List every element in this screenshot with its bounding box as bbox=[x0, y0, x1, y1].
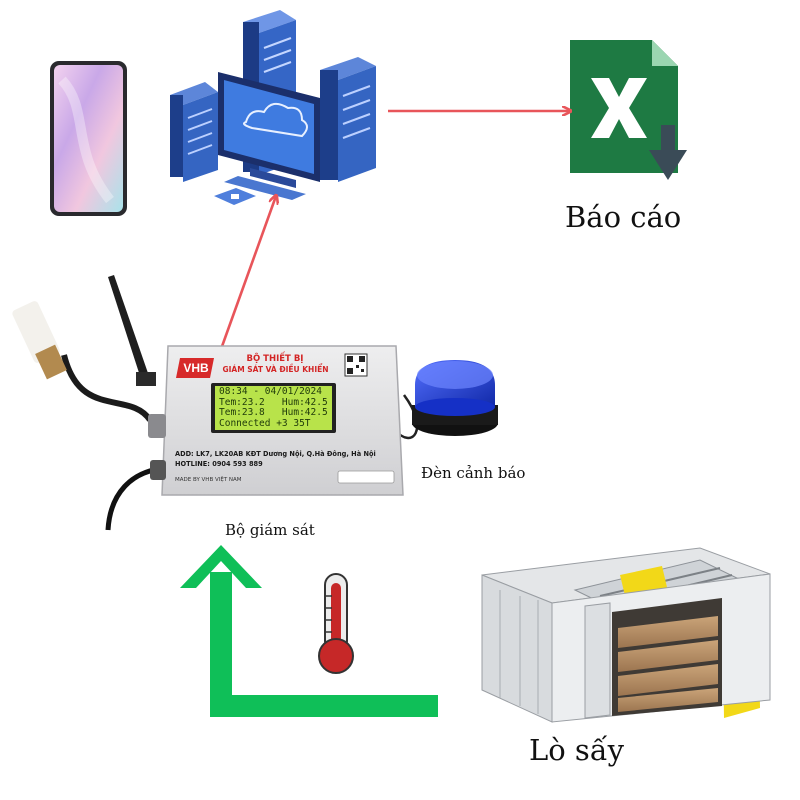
warning-siren-icon bbox=[412, 360, 498, 436]
smartphone-icon bbox=[50, 61, 127, 216]
wood-boards bbox=[618, 616, 718, 712]
feedback-arrow bbox=[210, 572, 438, 717]
dryer-label: Lò sấy bbox=[529, 733, 624, 767]
device-to-server-arrow bbox=[218, 196, 276, 353]
brand-logo bbox=[176, 358, 214, 378]
lcd-screen bbox=[215, 386, 332, 430]
lcd-line-1: 08:34 - 04/01/2024 bbox=[219, 386, 322, 397]
server-cloud-icon bbox=[170, 10, 376, 205]
excel-download-icon bbox=[570, 40, 687, 180]
qr-code bbox=[344, 353, 368, 377]
alarm-light-label: Đèn cảnh báo bbox=[421, 464, 526, 482]
feedback-arrow-head bbox=[180, 545, 262, 588]
drying-chamber-icon bbox=[481, 547, 771, 723]
lcd-line-4: Connected +3 35T bbox=[219, 417, 311, 429]
device-title-line1: BỘ THIẾT BỊ bbox=[246, 354, 304, 364]
antenna bbox=[108, 275, 156, 386]
report-label: Báo cáo bbox=[565, 200, 682, 234]
monitoring-device bbox=[148, 345, 404, 496]
brand-logo-text: VHB bbox=[183, 361, 209, 375]
device-title-line2: GIÁM SÁT VÀ ĐIỀU KHIỂN bbox=[222, 365, 329, 374]
lcd-display: 08:34 - 04/01/2024 Tem:23.2 Hum:42.5 Tem… bbox=[219, 386, 331, 429]
thermometer-icon bbox=[318, 573, 354, 674]
sensor-probe bbox=[12, 301, 153, 422]
device-made-by: MADE BY VHB VIỆT NAM bbox=[175, 477, 242, 483]
device-hotline: HOTLINE: 0904 593 889 bbox=[175, 460, 263, 468]
monitor-label: Bộ giám sát bbox=[225, 521, 315, 539]
lcd-line-3: Tem:23.8 Hum:42.5 bbox=[219, 407, 328, 418]
lcd-line-2: Tem:23.2 Hum:42.5 bbox=[219, 396, 328, 408]
device-address: ADD: LK7, LK20AB KĐT Dương Nội, Q.Hà Đôn… bbox=[175, 450, 376, 458]
